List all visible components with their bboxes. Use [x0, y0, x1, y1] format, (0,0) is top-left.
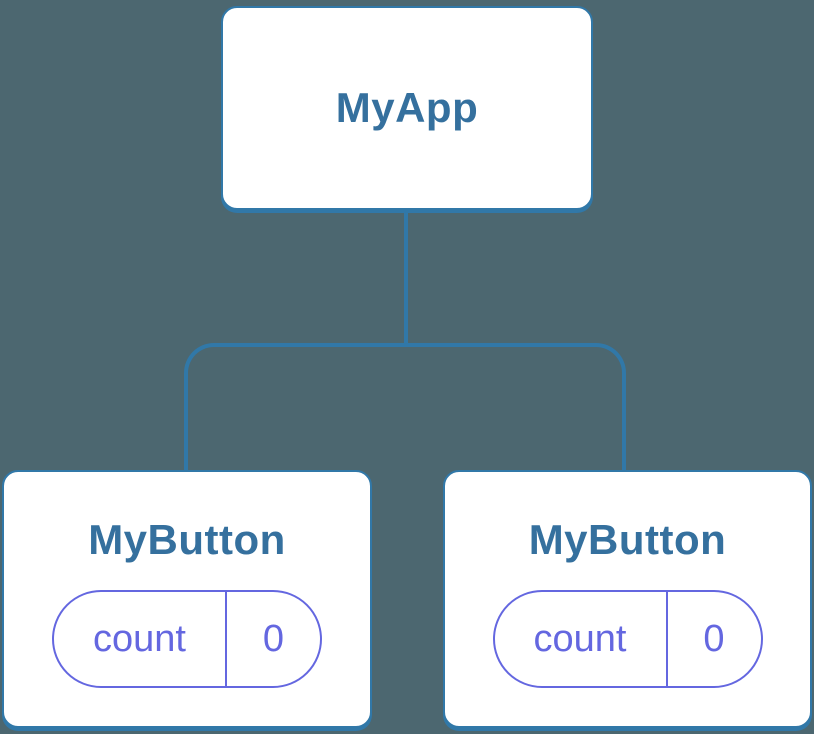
root-node-label: MyApp: [335, 83, 479, 131]
tree-node-root: MyApp: [221, 6, 593, 210]
child-node-label: MyButton: [528, 516, 727, 563]
state-name: count: [495, 592, 668, 687]
tree-node-child-right: MyButton count 0: [443, 470, 812, 728]
tree-node-child-left: MyButton count 0: [2, 470, 372, 728]
state-value: 0: [262, 617, 285, 660]
state-pill: count 0: [492, 590, 763, 689]
state-name: count: [54, 592, 227, 687]
state-value: 0: [703, 617, 725, 660]
connector-branch-bracket: [184, 343, 626, 470]
connector-root-stem: [404, 212, 408, 345]
child-node-label: MyButton: [88, 516, 286, 563]
state-pill: count 0: [52, 590, 322, 689]
